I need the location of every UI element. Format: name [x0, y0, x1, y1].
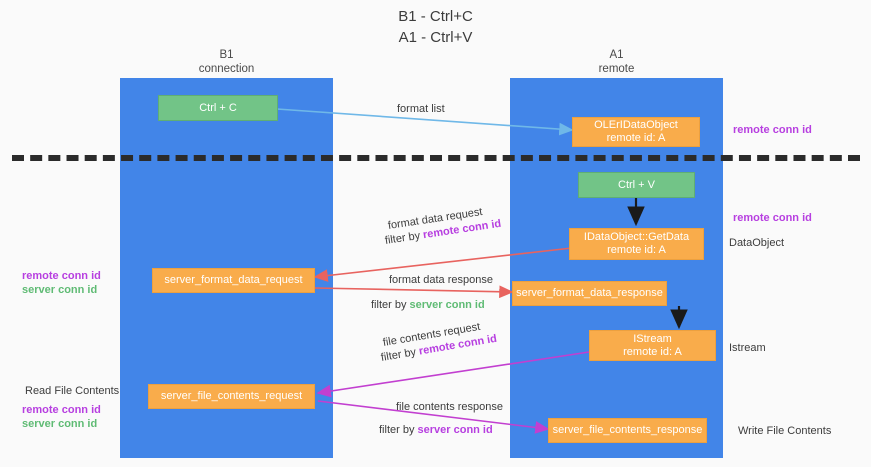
arrow-format-list — [276, 108, 574, 136]
column-header-a1: A1 remote — [510, 48, 723, 76]
title-line-1: B1 - Ctrl+C — [398, 8, 473, 25]
node-server-file-contents-request[interactable]: server_file_contents_request — [148, 384, 315, 409]
node-server-format-data-response[interactable]: server_format_data_response — [512, 281, 667, 306]
arrow-file-contents-response — [317, 400, 550, 434]
filter-key-server-conn-id: server conn id — [409, 299, 485, 311]
annotation-read-file-contents: Read File Contents — [25, 385, 120, 397]
node-getdata-sub: remote id: A — [607, 244, 666, 256]
annotation-left-server-conn-id: server conn id — [22, 284, 98, 296]
node-ctrl-c-label: Ctrl + C — [199, 101, 237, 114]
node-server-format-data-response-label: server_format_data_response — [516, 287, 663, 299]
node-server-file-contents-response-label: server_file_contents_response — [552, 424, 703, 436]
phase-divider — [12, 155, 860, 161]
annotation-write-file-contents: Write File Contents — [738, 425, 832, 437]
title-line-2: A1 - Ctrl+V — [398, 29, 473, 46]
node-ole-idataobject-label: OLErIDataObject — [594, 119, 678, 131]
node-ole-idataobject-sub: remote id: A — [606, 132, 666, 144]
column-b1-role: connection — [198, 63, 255, 75]
node-getdata-label: IDataObject::GetData — [583, 231, 690, 243]
edge-label-format-data-response-filter: filter by server conn id — [371, 298, 485, 312]
edge-label-format-data-response: format data response — [389, 274, 493, 286]
arrow-format-data-request — [313, 247, 573, 282]
filter-prefix: filter by — [379, 424, 418, 436]
node-server-format-data-request[interactable]: server_format_data_request — [152, 268, 315, 293]
diagram-title: B1 - Ctrl+C A1 - Ctrl+V — [0, 6, 871, 48]
node-ole-idataobject[interactable]: OLErIDataObject remote id: A — [572, 117, 700, 147]
node-idataobject-getdata[interactable]: IDataObject::GetData remote id: A — [569, 228, 704, 260]
annotation-left-low-remote-conn-id: remote conn id — [22, 404, 101, 416]
arrow-format-data-response — [314, 285, 514, 299]
column-b1-name: B1 — [219, 49, 234, 61]
edge-label-format-list: format list — [397, 103, 445, 115]
node-istream-label: IStream — [633, 332, 672, 345]
node-istream-sub: remote id: A — [623, 345, 682, 358]
column-a1-name: A1 — [609, 49, 624, 61]
annotation-dataobject: DataObject — [729, 237, 785, 249]
annotation-left-low-server-conn-id: server conn id — [22, 418, 98, 430]
node-ctrl-v-label: Ctrl + V — [618, 178, 655, 191]
edge-label-file-contents-response-filter: filter by server conn id — [379, 423, 493, 437]
annotation-right-mid-remote-conn-id: remote conn id — [733, 212, 812, 224]
node-ctrl-c[interactable]: Ctrl + C — [158, 95, 278, 121]
annotation-istream: Istream — [729, 342, 766, 354]
node-server-format-data-request-label: server_format_data_request — [164, 274, 303, 286]
node-server-file-contents-request-label: server_file_contents_request — [160, 390, 303, 402]
column-header-b1: B1 connection — [120, 48, 333, 76]
filter-key-server-conn-id: server conn id — [417, 424, 493, 436]
node-ctrl-v[interactable]: Ctrl + V — [578, 172, 695, 198]
column-a1-role: remote — [598, 63, 635, 75]
filter-prefix: filter by — [371, 299, 410, 311]
annotation-right-top-remote-conn-id: remote conn id — [733, 124, 812, 136]
arrow-file-contents-request — [316, 351, 590, 398]
node-istream[interactable]: IStream remote id: A — [589, 330, 716, 361]
annotation-left-remote-conn-id: remote conn id — [22, 270, 101, 282]
edge-label-file-contents-response: file contents response — [396, 401, 504, 413]
node-server-file-contents-response[interactable]: server_file_contents_response — [548, 418, 707, 443]
